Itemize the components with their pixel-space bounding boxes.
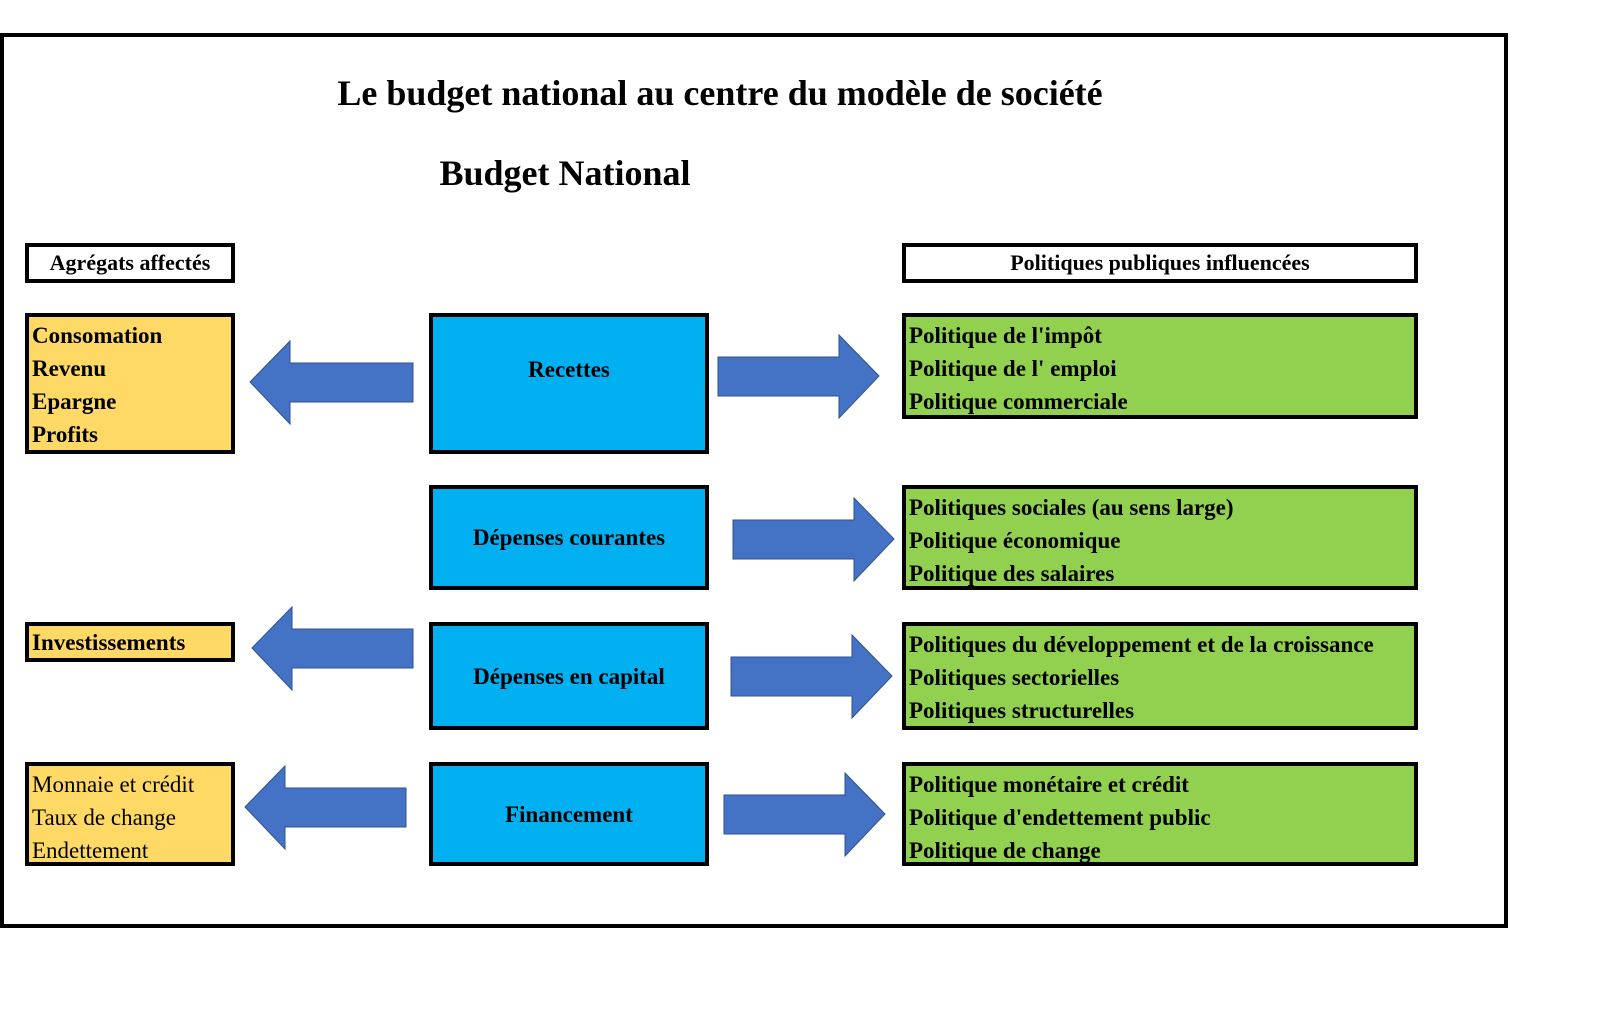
center-box-depenses-capital: Dépenses en capital — [429, 622, 709, 730]
policy-box-recettes: Politique de l'impôt Politique de l' emp… — [902, 313, 1418, 419]
policy-item: Politique commerciale — [909, 389, 1128, 414]
policy-item: Politique de l' emploi — [909, 356, 1117, 381]
aggregate-item: Profits — [32, 422, 99, 447]
aggregate-item: Epargne — [32, 389, 117, 414]
center-box-recettes: Recettes — [429, 313, 709, 454]
arrow-right-courantes-icon — [732, 496, 895, 583]
header-policies: Politiques publiques influencées — [902, 243, 1418, 283]
arrow-left-recettes-icon — [249, 339, 414, 426]
page-title: Le budget national au centre du modèle d… — [337, 73, 1103, 113]
policy-item: Politiques du développement et de la cro… — [909, 632, 1374, 657]
aggregate-box-capital: Investissements — [25, 622, 235, 662]
policy-item: Politiques sociales (au sens large) — [909, 495, 1234, 520]
aggregate-item: Investissements — [32, 630, 186, 655]
aggregate-item: Monnaie et crédit — [32, 772, 195, 797]
arrow-left-financement-icon — [244, 764, 407, 851]
policy-item: Politiques structurelles — [909, 698, 1135, 723]
aggregate-box-financement: Monnaie et crédit Taux de change Endette… — [25, 762, 235, 866]
arrow-right-recettes-icon — [717, 333, 880, 420]
header-aggregates: Agrégats affectés — [25, 243, 235, 283]
center-label: Dépenses courantes — [472, 525, 666, 550]
aggregate-item: Endettement — [32, 838, 149, 863]
policy-item: Politique de change — [909, 838, 1101, 863]
policy-box-financement: Politique monétaire et crédit Politique … — [902, 762, 1418, 866]
center-box-depenses-courantes: Dépenses courantes — [429, 485, 709, 590]
diagram-subtitle: Budget National — [439, 153, 691, 193]
policy-item: Politique des salaires — [909, 561, 1115, 586]
center-label: Dépenses en capital — [473, 663, 665, 689]
policy-item: Politique d'endettement public — [909, 805, 1211, 830]
policy-box-depenses-courantes: Politiques sociales (au sens large) Poli… — [902, 485, 1418, 590]
policy-item: Politique économique — [909, 528, 1121, 553]
aggregate-item: Consomation — [32, 323, 163, 348]
center-box-financement: Financement — [429, 762, 709, 866]
aggregate-item: Taux de change — [32, 805, 176, 830]
policy-box-depenses-capital: Politiques du développement et de la cro… — [902, 622, 1418, 730]
arrow-right-financement-icon — [723, 771, 886, 858]
center-label: Recettes — [528, 357, 610, 382]
arrow-right-capital-icon — [730, 633, 893, 720]
center-label: Financement — [505, 801, 633, 827]
aggregate-box-recettes: Consomation Revenu Epargne Profits — [25, 313, 235, 454]
policy-item: Politique de l'impôt — [909, 323, 1102, 348]
policy-item: Politiques sectorielles — [909, 665, 1120, 690]
policy-item: Politique monétaire et crédit — [909, 772, 1189, 797]
arrow-left-capital-icon — [251, 605, 414, 692]
aggregate-item: Revenu — [32, 356, 107, 381]
diagram-frame — [0, 33, 1508, 928]
